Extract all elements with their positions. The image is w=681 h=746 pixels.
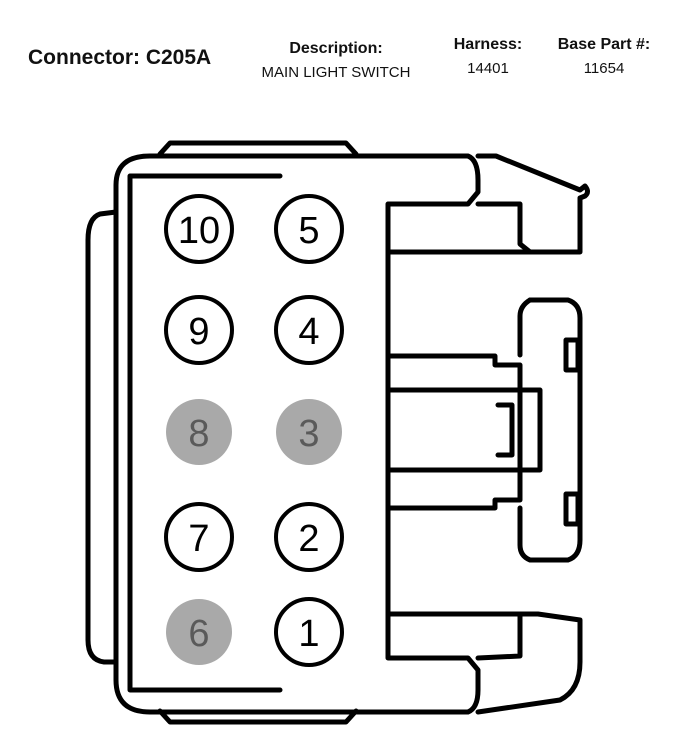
harness-value: 14401	[467, 60, 509, 77]
description-title: Description:	[289, 40, 383, 57]
pin-10: 10	[164, 194, 234, 264]
pin-8: 8	[166, 399, 232, 465]
pin-6: 6	[166, 599, 232, 665]
description-block: Description: MAIN LIGHT SWITCH	[250, 40, 422, 81]
harness-title: Harness:	[453, 36, 523, 53]
left-latch	[85, 209, 119, 665]
pin-2: 2	[274, 502, 344, 572]
top-lip	[157, 140, 359, 157]
bottom-lip	[157, 708, 359, 725]
center-lock-tab	[517, 387, 543, 473]
connector-label: Connector: C205A	[28, 46, 212, 69]
bottom-arm-inner	[475, 611, 523, 661]
pin-circle	[164, 295, 234, 365]
pin-7: 7	[164, 502, 234, 572]
pin-number: 8	[188, 413, 209, 455]
pin-3: 3	[276, 399, 342, 465]
right-clip	[517, 297, 583, 563]
pin-1: 1	[274, 597, 344, 667]
base-part-value: 11654	[583, 60, 625, 77]
harness-block: Harness: 14401	[446, 36, 530, 77]
pin-number: 3	[298, 413, 319, 455]
connector-housing	[85, 140, 590, 725]
description-value: MAIN LIGHT SWITCH	[261, 64, 411, 81]
pin-number: 10	[178, 210, 220, 252]
pin-circle	[274, 295, 344, 365]
pin-4: 4	[274, 295, 344, 365]
pin-circle	[276, 399, 342, 465]
pin-number: 1	[298, 613, 319, 655]
pin-circle	[164, 194, 234, 264]
top-arm	[475, 153, 590, 255]
pin-circle	[166, 399, 232, 465]
pin-circle	[164, 502, 234, 572]
pin-circle	[166, 599, 232, 665]
pin-9: 9	[164, 295, 234, 365]
bottom-arm	[385, 611, 583, 715]
pin-circle	[274, 597, 344, 667]
center-lock-tick	[492, 387, 523, 473]
pin-number: 7	[188, 518, 209, 560]
pin-number: 5	[298, 210, 319, 252]
pin-number: 9	[188, 311, 209, 353]
right-clip-notch-bottom	[563, 491, 581, 527]
right-clip-top-curve	[517, 297, 533, 358]
pin-5: 5	[274, 194, 344, 264]
pin-number: 6	[188, 613, 209, 655]
main-body	[113, 153, 481, 715]
pin-circle	[274, 194, 344, 264]
right-clip-notch-top	[563, 337, 581, 373]
pin-number: 4	[298, 311, 319, 353]
pin-circle	[274, 502, 344, 572]
base-part-block: Base Part #: 11654	[548, 36, 660, 77]
cavity-frame	[127, 173, 283, 693]
pin-number: 2	[298, 518, 319, 560]
center-lock	[385, 353, 523, 511]
base-part-title: Base Part #:	[557, 36, 651, 53]
center-lock-slot	[495, 402, 515, 458]
pin-grid: 10 5 9 4 8 3 7 2 6 1	[164, 194, 344, 667]
